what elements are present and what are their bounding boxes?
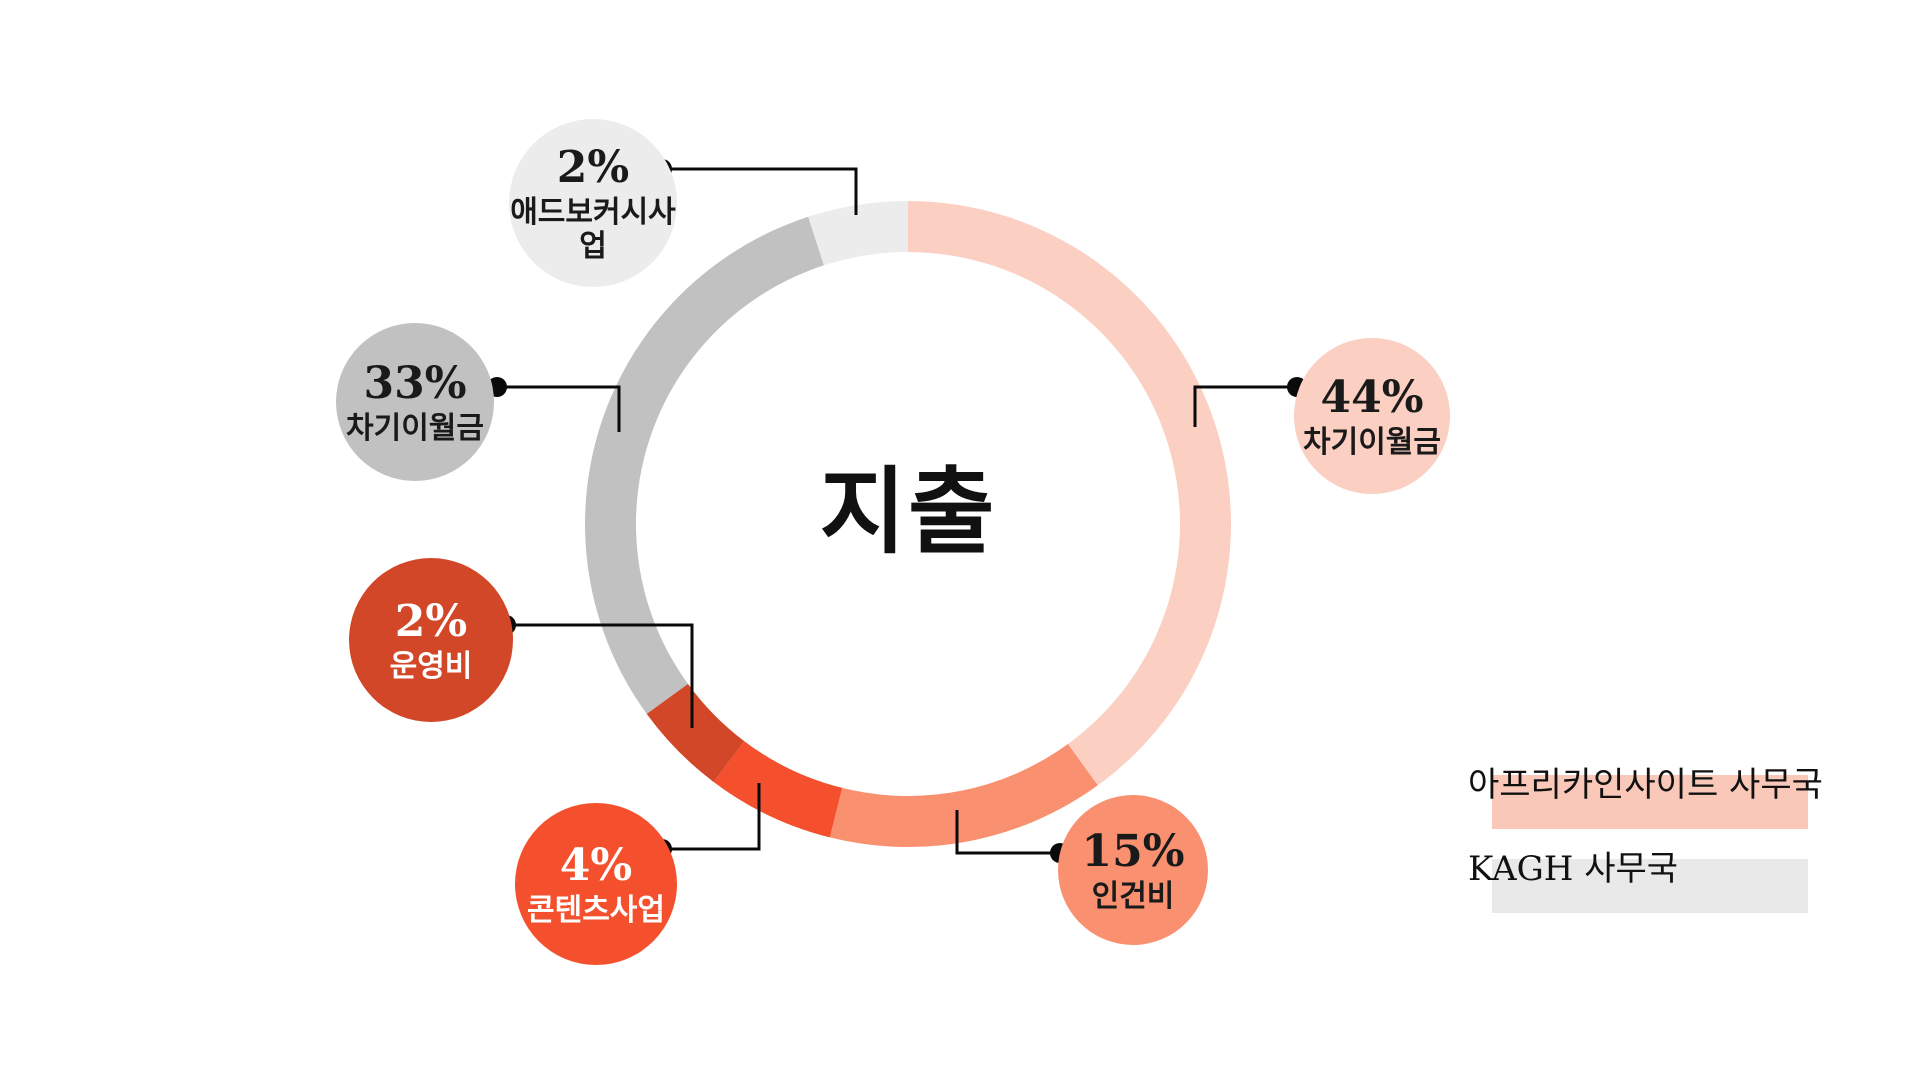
connector-labor bbox=[955, 810, 1060, 855]
bubble-pct: 44% bbox=[1320, 371, 1424, 423]
connector-advocacy bbox=[662, 167, 858, 215]
bubble-label: 차기이월금 bbox=[346, 410, 484, 446]
bubble-pct: 4% bbox=[559, 839, 633, 891]
connector-carryover-44 bbox=[1193, 385, 1297, 427]
bubble-pct: 2% bbox=[394, 595, 468, 647]
donut-segment-애드보커시사업-2% bbox=[808, 201, 908, 266]
bubble-label: 콘텐츠사업 bbox=[527, 892, 665, 928]
donut-segment-인건비-15% bbox=[829, 744, 1098, 848]
bubble-carryover-44pct: 44% 차기이월금 bbox=[1294, 338, 1450, 494]
connector-lines bbox=[497, 167, 1297, 855]
legend-swatch-africainsight bbox=[1492, 775, 1808, 829]
bubble-labor-15pct: 15% 인건비 bbox=[1058, 795, 1208, 945]
chart-center-title: 지출 bbox=[819, 457, 997, 567]
donut-segment-운영비-2% bbox=[646, 683, 745, 782]
bubble-pct: 33% bbox=[363, 357, 467, 409]
bubble-content-4pct: 4% 콘텐츠사업 bbox=[515, 803, 677, 965]
bubble-label: 운영비 bbox=[389, 648, 473, 684]
connector-carryover-33 bbox=[497, 385, 621, 432]
legend-label: KAGH 사무국 bbox=[1468, 849, 1679, 889]
legend: 아프리카인사이트 사무국 KAGH 사무국 bbox=[1468, 765, 1848, 933]
bubble-pct: 15% bbox=[1081, 825, 1185, 877]
donut-chart bbox=[585, 201, 1231, 848]
bubble-pct: 2% bbox=[556, 141, 630, 193]
connector-content bbox=[662, 783, 761, 851]
bubble-label: 차기이월금 bbox=[1303, 424, 1441, 460]
bubble-carryover-33pct: 33% 차기이월금 bbox=[336, 323, 494, 481]
connector-operating bbox=[506, 623, 694, 728]
legend-swatch-kagh bbox=[1492, 859, 1808, 913]
bubble-label: 인건비 bbox=[1091, 878, 1175, 914]
bubble-advocacy-2pct: 2% 애드보커시사업 bbox=[509, 119, 677, 287]
legend-item-kagh: KAGH 사무국 bbox=[1468, 849, 1848, 915]
donut-segment-콘텐츠사업-4% bbox=[713, 741, 843, 838]
donut-segment-차기이월금-44% bbox=[908, 201, 1231, 786]
bubble-operating-2pct: 2% 운영비 bbox=[349, 558, 513, 722]
legend-item-africainsight: 아프리카인사이트 사무국 bbox=[1468, 765, 1848, 831]
bubble-label: 애드보커시사업 bbox=[510, 195, 676, 264]
legend-label: 아프리카인사이트 사무국 bbox=[1468, 765, 1823, 805]
donut-segment-차기이월금-33% bbox=[585, 216, 824, 714]
